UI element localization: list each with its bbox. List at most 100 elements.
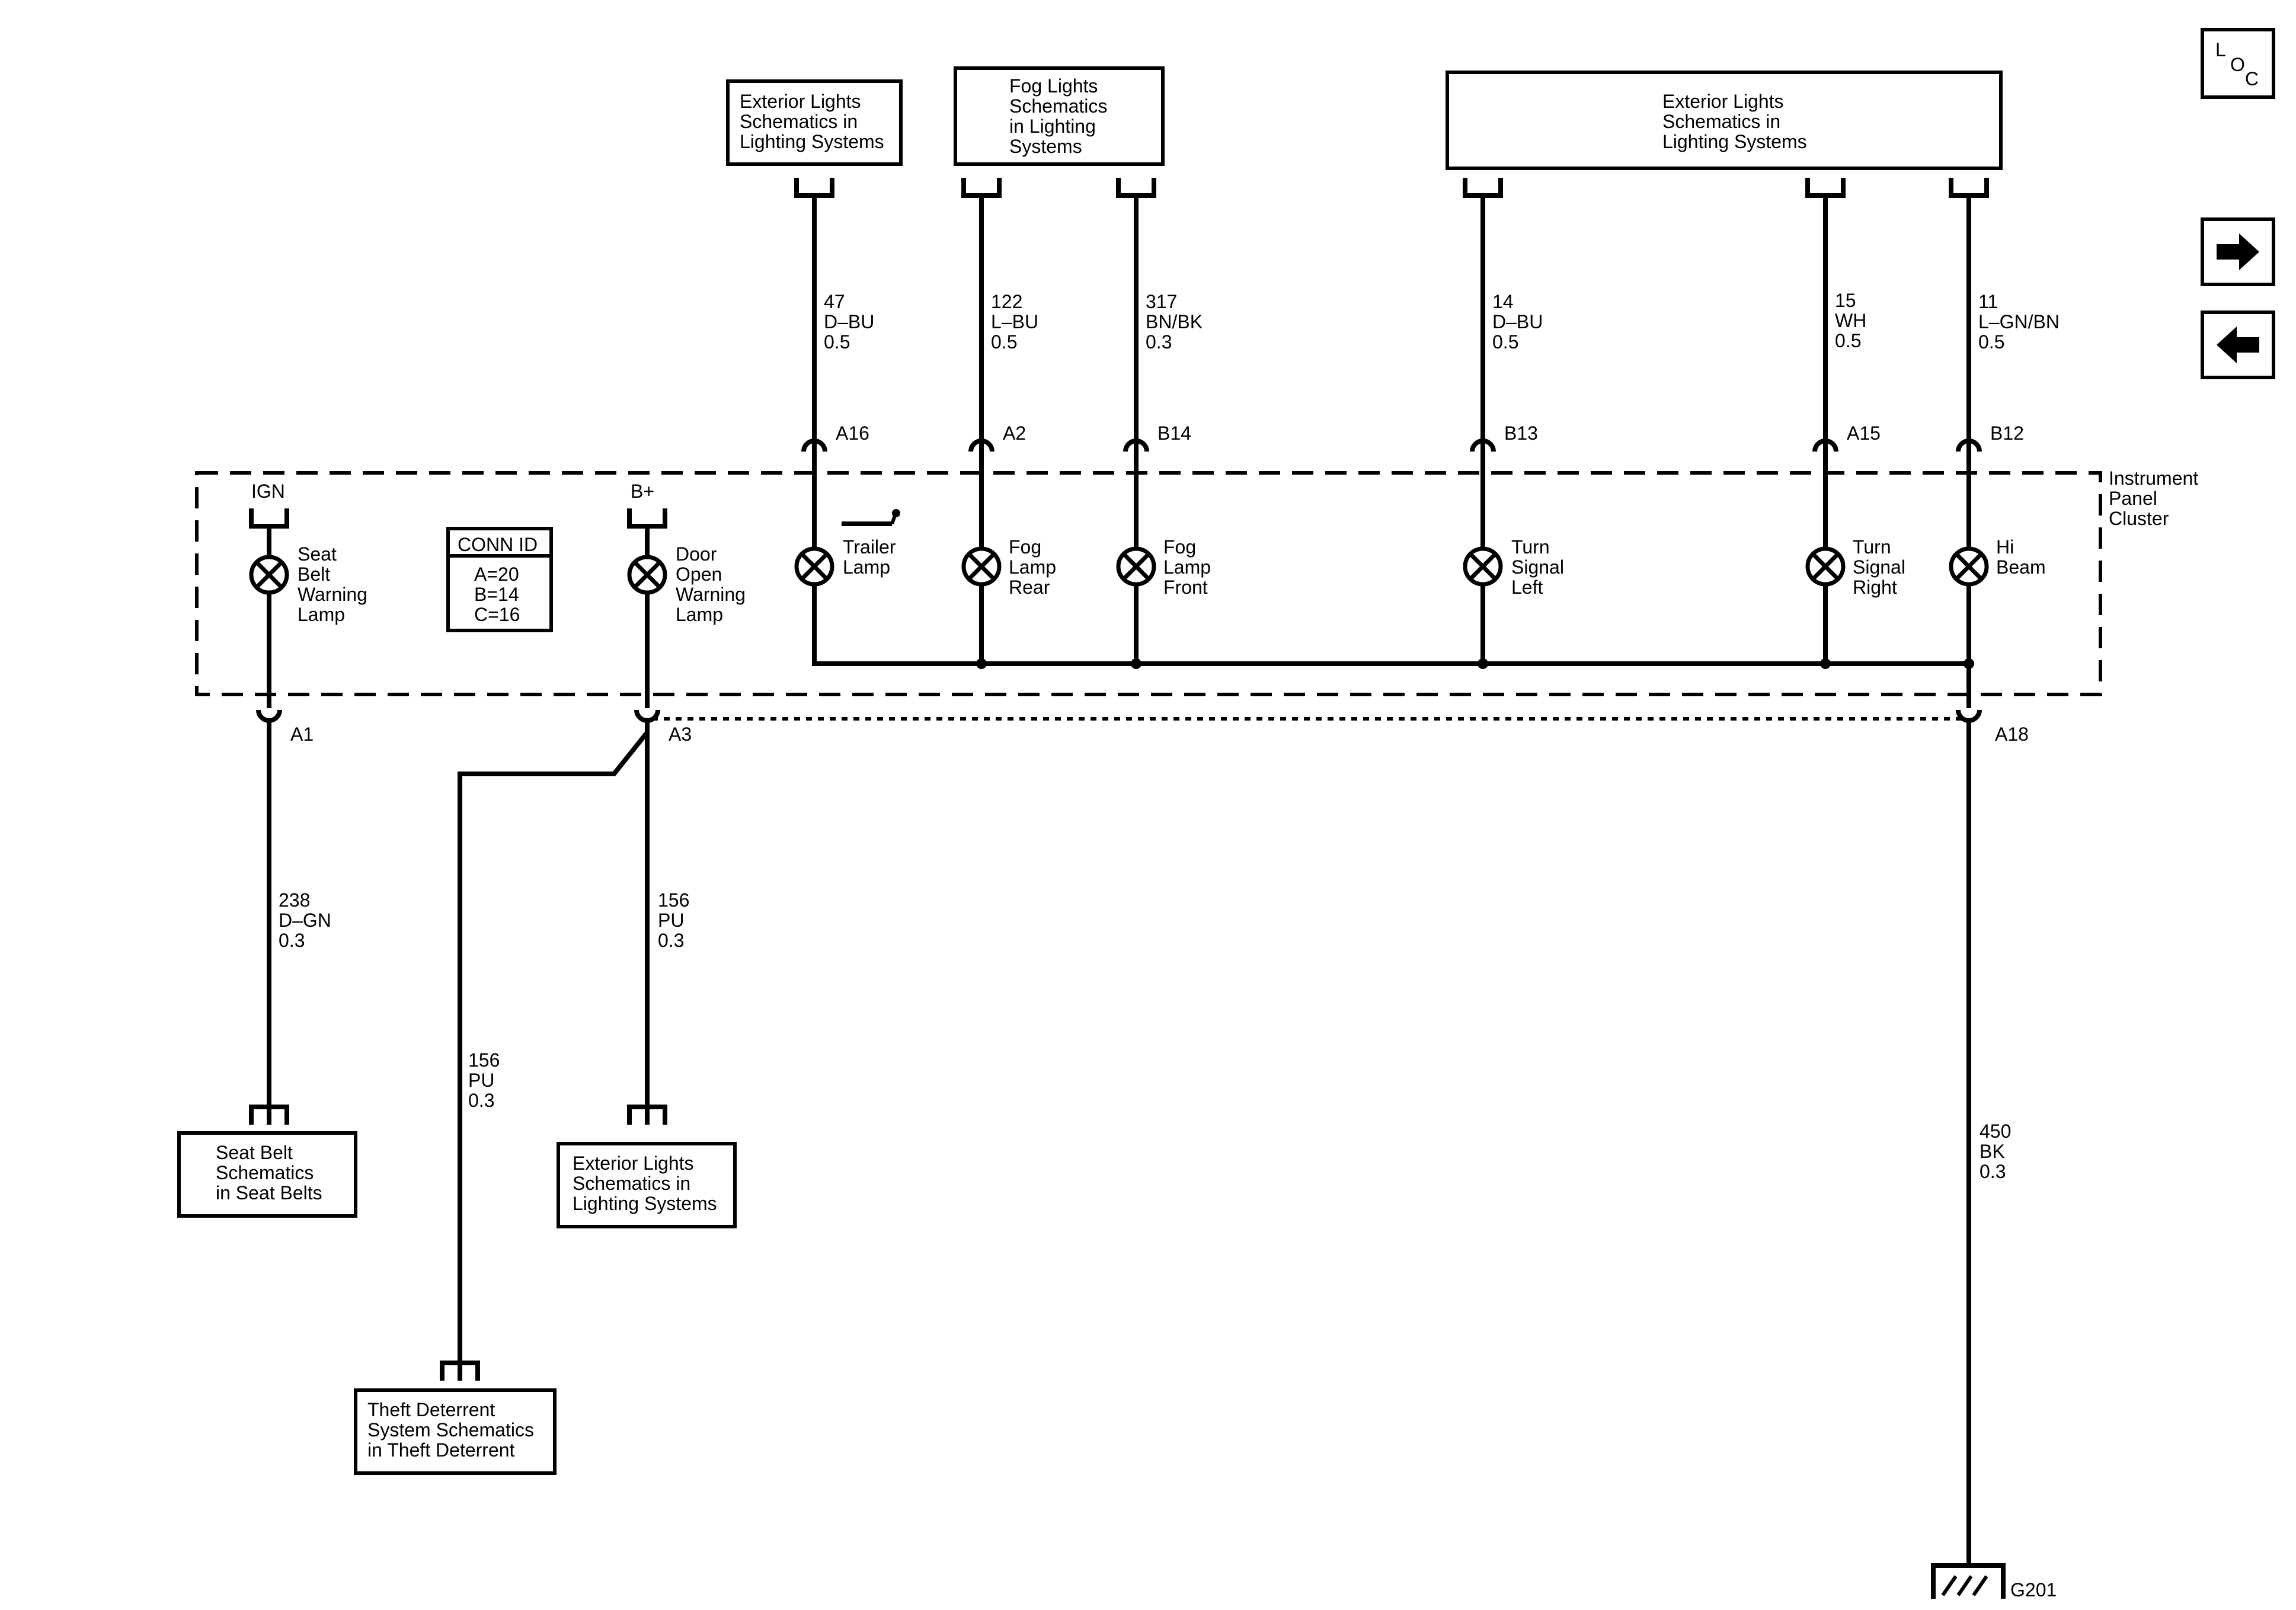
lamp-label: Seat	[298, 543, 337, 565]
seat-belt-circuit: IGN Seat Belt Warning Lamp A1 238 D–GN 0…	[249, 481, 367, 1125]
ground-circuit: A18 450 BK 0.3 G201	[1931, 709, 2057, 1601]
lamp-label: Open	[676, 564, 722, 585]
ref-box-seat-belt[interactable]: Seat Belt Schematics in Seat Belts	[177, 1131, 357, 1218]
ref-box-line: Systems	[1009, 136, 1082, 157]
prev-page-button[interactable]	[2201, 311, 2275, 379]
ref-box-line: Schematics in	[1662, 111, 1780, 132]
ref-box-line: Schematics in	[740, 111, 858, 132]
lamp-label: Belt	[298, 564, 330, 585]
svg-text:14: 14	[1492, 291, 1514, 312]
wire-label-450: 450	[1980, 1121, 2011, 1142]
ref-box-line: Schematics in	[573, 1173, 690, 1194]
wire-label-47: 47 D–BU 0.5	[824, 291, 874, 353]
loc-letter: C	[2245, 68, 2259, 89]
svg-text:Cluster: Cluster	[2109, 508, 2169, 529]
next-page-button[interactable]	[2201, 217, 2275, 286]
lamp-label: Lamp	[843, 556, 890, 578]
ref-box-theft-deterrent[interactable]: Theft Deterrent System Schematics in The…	[354, 1388, 557, 1475]
pin-label-a16: A16	[836, 422, 869, 444]
conn-id-line: B=14	[474, 584, 519, 605]
svg-text:0.5: 0.5	[1492, 331, 1518, 353]
wire-label-11: 11 L–GN/BN 0.5	[1978, 291, 2060, 353]
door-open-circuit: B+ Door Open Warning Lamp A3 156 PU 0.3 …	[440, 481, 746, 1381]
wire-label-156: 156	[658, 889, 689, 911]
ref-box-line: Exterior Lights	[1662, 91, 1784, 112]
svg-text:0.3: 0.3	[1146, 331, 1172, 353]
lamp-label: Rear	[1009, 577, 1050, 598]
lamp-label: Warning	[298, 584, 367, 605]
wire-label-156: PU	[658, 910, 684, 931]
conn-id-line: A=20	[474, 564, 519, 585]
lamp-label: Turn	[1511, 536, 1550, 558]
lamp-label: Trailer	[843, 536, 896, 558]
conn-id-box: CONN ID A=20 B=14 C=16	[446, 527, 553, 632]
ref-box-line: Lighting Systems	[1662, 131, 1807, 152]
power-label-bplus: B+	[631, 481, 654, 502]
wire-label-156-branch: PU	[468, 1070, 494, 1091]
lamp-label: Lamp	[676, 604, 723, 625]
ground-label-g201: G201	[2010, 1579, 2057, 1601]
wire-label-156: 0.3	[658, 930, 684, 951]
pin-label-a15: A15	[1847, 422, 1881, 444]
ref-box-exterior-lights-3[interactable]: Exterior Lights Schematics in Lighting S…	[557, 1142, 737, 1228]
lamp-label: Hi	[1996, 536, 2014, 558]
wire-label-450: 0.3	[1980, 1161, 2006, 1182]
wire-label-317: 317 BN/BK 0.3	[1146, 291, 1203, 353]
wire-label-14: 14 D–BU 0.5	[1492, 291, 1543, 353]
pin-label-b12: B12	[1990, 422, 2024, 444]
lamp-label: Front	[1163, 577, 1208, 598]
hi-beam-lamp: Hi Beam	[1951, 536, 2046, 584]
top-circuits	[812, 196, 1974, 708]
lamp-label: Door	[676, 543, 717, 565]
ref-box-line: Schematics	[1009, 95, 1107, 117]
svg-text:D–BU: D–BU	[824, 311, 874, 332]
ref-box-fog-lights[interactable]: Fog Lights Schematics in Lighting System…	[954, 66, 1165, 166]
svg-text:15: 15	[1835, 290, 1856, 311]
wire-label-122: 122 L–BU 0.5	[991, 291, 1038, 353]
svg-text:0.5: 0.5	[1835, 330, 1861, 351]
svg-text:D–BU: D–BU	[1492, 311, 1543, 332]
top-pins	[801, 438, 1982, 452]
loc-button[interactable]: L O C	[2201, 28, 2275, 99]
lamp-label: Turn	[1853, 536, 1891, 558]
ref-box-line: in Lighting	[1009, 116, 1096, 137]
svg-text:WH: WH	[1835, 310, 1866, 331]
pin-label-b14: B14	[1157, 422, 1191, 444]
svg-text:L–BU: L–BU	[991, 311, 1038, 332]
wire-label-156-branch: 156	[468, 1049, 500, 1071]
lamp-label: Right	[1853, 577, 1897, 598]
ref-box-line: Fog Lights	[1009, 75, 1098, 97]
lamp-label: Left	[1511, 577, 1543, 598]
ref-box-exterior-lights-1[interactable]: Exterior Lights Schematics in Lighting S…	[726, 79, 903, 166]
lamp-label: Warning	[676, 584, 746, 605]
conn-id-title: CONN ID	[458, 534, 538, 555]
box-terminals	[797, 178, 832, 196]
loc-letter: O	[2230, 54, 2245, 75]
power-label-ign: IGN	[251, 481, 285, 502]
conn-id-line: C=16	[474, 604, 520, 625]
lamp-label: Beam	[1996, 556, 2046, 578]
arrow-left-icon	[2217, 327, 2259, 363]
wire-label-15: 15 WH 0.5	[1835, 290, 1866, 351]
ref-box-exterior-lights-2[interactable]: Exterior Lights Schematics in Lighting S…	[1446, 71, 2003, 170]
wire-label-156-branch: 0.3	[468, 1090, 494, 1111]
fog-lamp-rear: Fog Lamp Rear	[964, 536, 1056, 598]
lamp-label: Fog	[1163, 536, 1196, 558]
lamp-label: Fog	[1009, 536, 1041, 558]
ref-box-line: Schematics	[216, 1162, 314, 1183]
svg-text:317: 317	[1146, 291, 1177, 312]
arrow-right-icon	[2217, 233, 2259, 270]
lamp-label: Lamp	[298, 604, 345, 625]
ref-box-line: in Theft Deterrent	[367, 1439, 515, 1461]
top-box-terminals	[794, 178, 1989, 198]
lamp-label: Signal	[1853, 556, 1905, 578]
turn-signal-right-lamp: Turn Signal Right	[1808, 536, 1905, 598]
pin-label-a1: A1	[290, 724, 314, 745]
wire-label-238: 238	[279, 889, 310, 911]
module-name: Instrument Panel Cluster	[2109, 468, 2198, 529]
wire-label-450: BK	[1980, 1141, 2005, 1162]
svg-text:0.5: 0.5	[824, 331, 850, 353]
svg-text:BN/BK: BN/BK	[1146, 311, 1203, 332]
ref-box-line: Lighting Systems	[740, 131, 884, 152]
